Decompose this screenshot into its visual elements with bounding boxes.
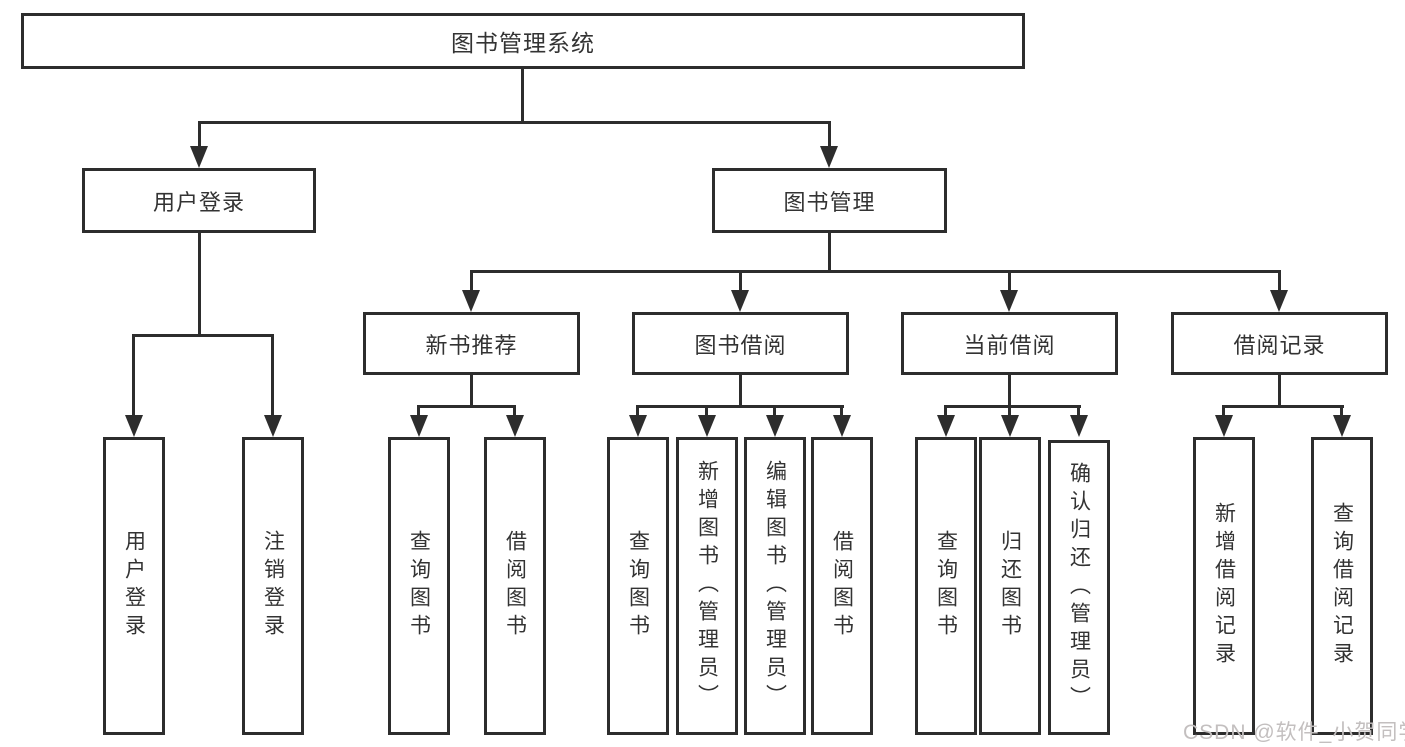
arrow-to-cb-return (1001, 415, 1019, 437)
connector-user-login-stem (198, 233, 201, 336)
connector-drop-nbr-borrow (513, 405, 516, 417)
arrow-to-book-borrowing (731, 290, 749, 312)
arrow-to-nbr-borrow (506, 415, 524, 437)
connector-root-stem (521, 69, 524, 121)
arrow-to-cb-confirm (1070, 415, 1088, 437)
connector-drop-bb-borrow (840, 405, 843, 417)
connector-drop-new-book-recommendation (470, 270, 473, 292)
connector-nbr-bus (417, 405, 516, 408)
node-user-login: 用户登录 (82, 168, 316, 233)
leaf-bb-query-books: 查询图书 (607, 437, 669, 735)
arrow-to-current-borrowing (1000, 290, 1018, 312)
connector-cb-bus (944, 405, 1081, 408)
connector-drop-bb-add (705, 405, 708, 417)
leaf-br-add-record: 新增借阅记录 (1193, 437, 1255, 735)
connector-drop-br-query (1340, 405, 1343, 417)
arrow-to-new-book-recommendation (462, 290, 480, 312)
leaf-user-login: 用户登录 (103, 437, 165, 735)
connector-level2-bus (198, 121, 831, 124)
arrow-to-borrowing-records (1270, 290, 1288, 312)
leaf-cb-query-books: 查询图书 (915, 437, 977, 735)
arrow-to-user-login (190, 146, 208, 168)
arrow-to-bb-add (698, 415, 716, 437)
node-book-management-system: 图书管理系统 (21, 13, 1025, 69)
connector-drop-cb-confirm (1077, 405, 1080, 417)
connector-bb-bus (636, 405, 844, 408)
csdn-watermark: CSDN @软件_小贺同学 (1183, 721, 1405, 744)
connector-br-bus (1222, 405, 1344, 408)
connector-nbr-stem (470, 375, 473, 407)
connector-drop-cb-query (944, 405, 947, 417)
leaf-cb-confirm-return-admin: 确认归还（管理员） (1048, 440, 1110, 735)
connector-book-management-stem (828, 233, 831, 272)
connector-cb-stem (1008, 375, 1011, 407)
leaf-br-query-record: 查询借阅记录 (1311, 437, 1373, 735)
node-book-management: 图书管理 (712, 168, 947, 233)
connector-drop-book-management (828, 121, 831, 151)
leaf-logout: 注销登录 (242, 437, 304, 735)
connector-drop-cb-return (1008, 405, 1011, 417)
node-borrowing-records: 借阅记录 (1171, 312, 1388, 375)
arrow-to-leaf-logout (264, 415, 282, 437)
arrow-to-cb-query (937, 415, 955, 437)
leaf-bb-edit-book-admin: 编辑图书（管理员） (744, 437, 806, 735)
connector-drop-book-borrowing (739, 270, 742, 292)
arrow-to-bb-edit (766, 415, 784, 437)
arrow-to-br-query (1333, 415, 1351, 437)
connector-level3-bus (470, 270, 1281, 273)
node-current-borrowing: 当前借阅 (901, 312, 1118, 375)
arrow-to-br-add (1215, 415, 1233, 437)
connector-drop-nbr-query (417, 405, 420, 417)
connector-br-stem (1278, 375, 1281, 407)
connector-drop-leaf-user-login (132, 334, 135, 417)
connector-drop-leaf-logout (271, 334, 274, 417)
leaf-bb-borrow-books: 借阅图书 (811, 437, 873, 735)
connector-drop-user-login (198, 121, 201, 151)
connector-drop-current-borrowing (1008, 270, 1011, 292)
connector-bb-stem (739, 375, 742, 407)
arrow-to-nbr-query (410, 415, 428, 437)
node-book-borrowing: 图书借阅 (632, 312, 849, 375)
leaf-nbr-borrow-books: 借阅图书 (484, 437, 546, 735)
connector-drop-bb-edit (773, 405, 776, 417)
connector-user-login-bus (132, 334, 274, 337)
leaf-nbr-query-books: 查询图书 (388, 437, 450, 735)
arrow-to-bb-query (629, 415, 647, 437)
connector-drop-borrowing-records (1278, 270, 1281, 292)
node-new-book-recommendation: 新书推荐 (363, 312, 580, 375)
leaf-cb-return-books: 归还图书 (979, 437, 1041, 735)
arrow-to-book-management (820, 146, 838, 168)
arrow-to-bb-borrow (833, 415, 851, 437)
leaf-bb-add-book-admin: 新增图书（管理员） (676, 437, 738, 735)
connector-drop-br-add (1222, 405, 1225, 417)
arrow-to-leaf-user-login (125, 415, 143, 437)
connector-drop-bb-query (636, 405, 639, 417)
